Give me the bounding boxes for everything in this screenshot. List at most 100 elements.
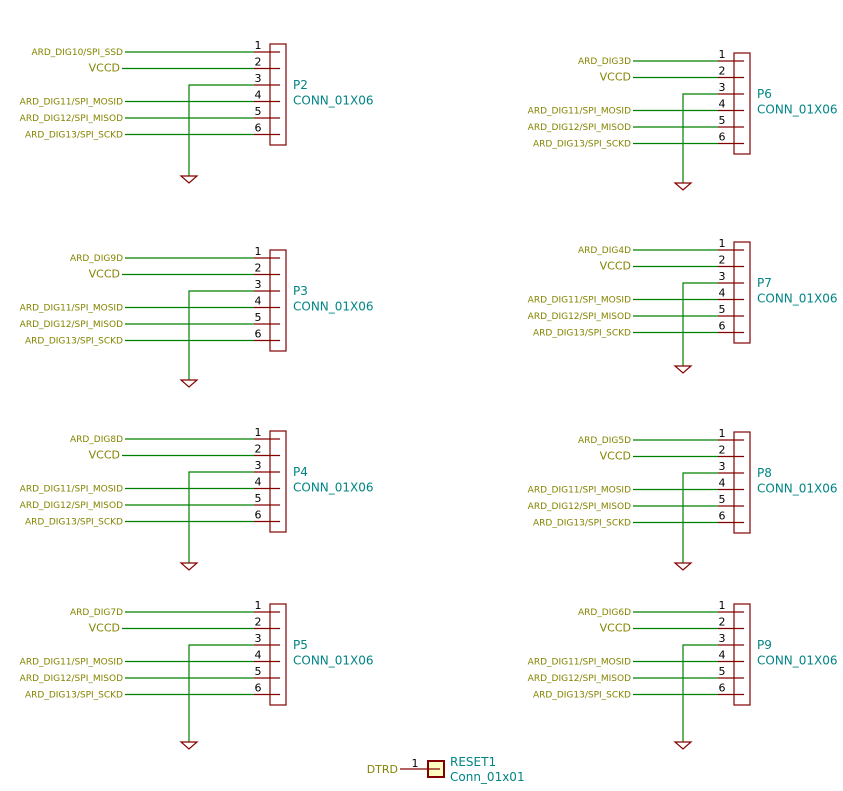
net-label: ARD_DIG6D [578, 608, 631, 618]
connector-value: CONN_01X06 [757, 482, 838, 496]
connector-p4: 1ARD_DIG8D2VCCD34ARD_DIG11/SPI_MOSID5ARD… [20, 426, 374, 571]
connector-value: CONN_01X06 [757, 292, 838, 306]
pin-number: 3 [255, 278, 262, 291]
net-label: VCCD [89, 622, 120, 635]
net-label: VCCD [600, 71, 631, 84]
pin-number: 5 [719, 303, 726, 316]
pin-number: 5 [719, 114, 726, 127]
pin-number: 3 [719, 270, 726, 283]
net-label: VCCD [600, 260, 631, 273]
pin-number: 5 [719, 493, 726, 506]
net-label: ARD_DIG7D [70, 608, 123, 618]
net-label: DTRD [367, 763, 398, 776]
pin-number: 2 [255, 56, 262, 69]
pin-number: 1 [412, 757, 419, 770]
ground-wire [682, 93, 718, 183]
pin-number: 4 [255, 649, 262, 662]
pin-number: 1 [255, 39, 262, 52]
ground-wire [682, 282, 718, 366]
pin-number: 2 [719, 254, 726, 267]
pin-number: 5 [255, 665, 262, 678]
net-label: ARD_DIG8D [70, 435, 123, 445]
net-label: ARD_DIG13/SPI_SCKD [533, 329, 631, 339]
net-label: ARD_DIG11/SPI_MOSID [528, 486, 631, 496]
net-label: ARD_DIG13/SPI_SCKD [25, 131, 123, 141]
ground-wire [682, 644, 718, 742]
connector-ref: P5 [293, 638, 308, 652]
net-label: ARD_DIG12/SPI_MISOD [20, 674, 123, 684]
pin-number: 6 [719, 682, 726, 695]
pin-number: 3 [719, 81, 726, 94]
net-label: ARD_DIG12/SPI_MISOD [528, 312, 631, 322]
pin-number: 2 [255, 262, 262, 275]
connector-p9: 1ARD_DIG6D2VCCD34ARD_DIG11/SPI_MOSID5ARD… [528, 599, 838, 750]
connector-ref: P7 [757, 276, 772, 290]
pin-number: 1 [719, 599, 726, 612]
net-label: ARD_DIG12/SPI_MISOD [528, 502, 631, 512]
net-label: ARD_DIG12/SPI_MISOD [20, 501, 123, 511]
connector-p8: 1ARD_DIG5D2VCCD34ARD_DIG11/SPI_MOSID5ARD… [528, 427, 838, 571]
pin-number: 6 [255, 328, 262, 341]
pin-number: 6 [719, 510, 726, 523]
pin-number: 3 [255, 632, 262, 645]
connector-ref: P8 [757, 466, 772, 480]
ground-symbol [179, 562, 199, 571]
connector-ref: P3 [293, 284, 308, 298]
connector-body [733, 431, 751, 534]
connector-value: CONN_01X06 [757, 103, 838, 117]
connector-p6: 1ARD_DIG3D2VCCD34ARD_DIG11/SPI_MOSID5ARD… [528, 48, 838, 191]
connector-value: CONN_01X06 [293, 300, 374, 314]
pin-number: 4 [255, 89, 262, 102]
pin-number: 2 [719, 616, 726, 629]
pin-number: 3 [719, 632, 726, 645]
net-label: ARD_DIG12/SPI_MISOD [528, 674, 631, 684]
pin-number: 4 [719, 287, 726, 300]
net-label: ARD_DIG13/SPI_SCKD [25, 518, 123, 528]
connector-body [733, 241, 751, 344]
pin-number: 3 [719, 460, 726, 473]
ground-wire [188, 290, 254, 380]
net-label: ARD_DIG11/SPI_MOSID [528, 658, 631, 668]
connector-ref: P9 [757, 638, 772, 652]
connector-body [269, 249, 287, 352]
connector-p2: 1ARD_DIG10/SPI_SSD2VCCD34ARD_DIG11/SPI_M… [20, 39, 374, 184]
net-label: ARD_DIG5D [578, 436, 631, 446]
pin-number: 3 [255, 459, 262, 472]
pin-number: 6 [255, 682, 262, 695]
net-label: ARD_DIG13/SPI_SCKD [533, 519, 631, 529]
pin-number: 2 [719, 65, 726, 78]
pin-number: 3 [255, 72, 262, 85]
ground-wire [188, 471, 254, 563]
net-label: VCCD [89, 449, 120, 462]
pin-number: 6 [255, 122, 262, 135]
connector-ref: P6 [757, 87, 772, 101]
connector-value: CONN_01X06 [293, 481, 374, 495]
net-label: ARD_DIG12/SPI_MISOD [528, 123, 631, 133]
net-label: ARD_DIG12/SPI_MISOD [20, 114, 123, 124]
net-label: VCCD [89, 268, 120, 281]
pin-number: 5 [255, 492, 262, 505]
net-label: ARD_DIG3D [578, 57, 631, 67]
net-label: ARD_DIG11/SPI_MOSID [20, 658, 123, 668]
net-label: ARD_DIG11/SPI_MOSID [528, 107, 631, 117]
connector-body [269, 603, 287, 706]
pin-number: 1 [255, 245, 262, 258]
pin-number: 6 [255, 509, 262, 522]
connector-p5: 1ARD_DIG7D2VCCD34ARD_DIG11/SPI_MOSID5ARD… [20, 599, 374, 750]
pin-number: 4 [719, 477, 726, 490]
connector-value: CONN_01X06 [757, 654, 838, 668]
connector-ref: RESET1 [450, 755, 496, 769]
net-label: ARD_DIG13/SPI_SCKD [25, 691, 123, 701]
net-label: ARD_DIG13/SPI_SCKD [533, 140, 631, 150]
ground-symbol [673, 562, 693, 571]
pin-number: 1 [719, 237, 726, 250]
pin-number: 4 [719, 649, 726, 662]
pin-number: 4 [719, 98, 726, 111]
net-label: ARD_DIG13/SPI_SCKD [25, 337, 123, 347]
connector-value: Conn_01x01 [450, 770, 525, 784]
ground-symbol [179, 741, 199, 750]
connector-value: CONN_01X06 [293, 94, 374, 108]
net-label: ARD_DIG13/SPI_SCKD [533, 691, 631, 701]
